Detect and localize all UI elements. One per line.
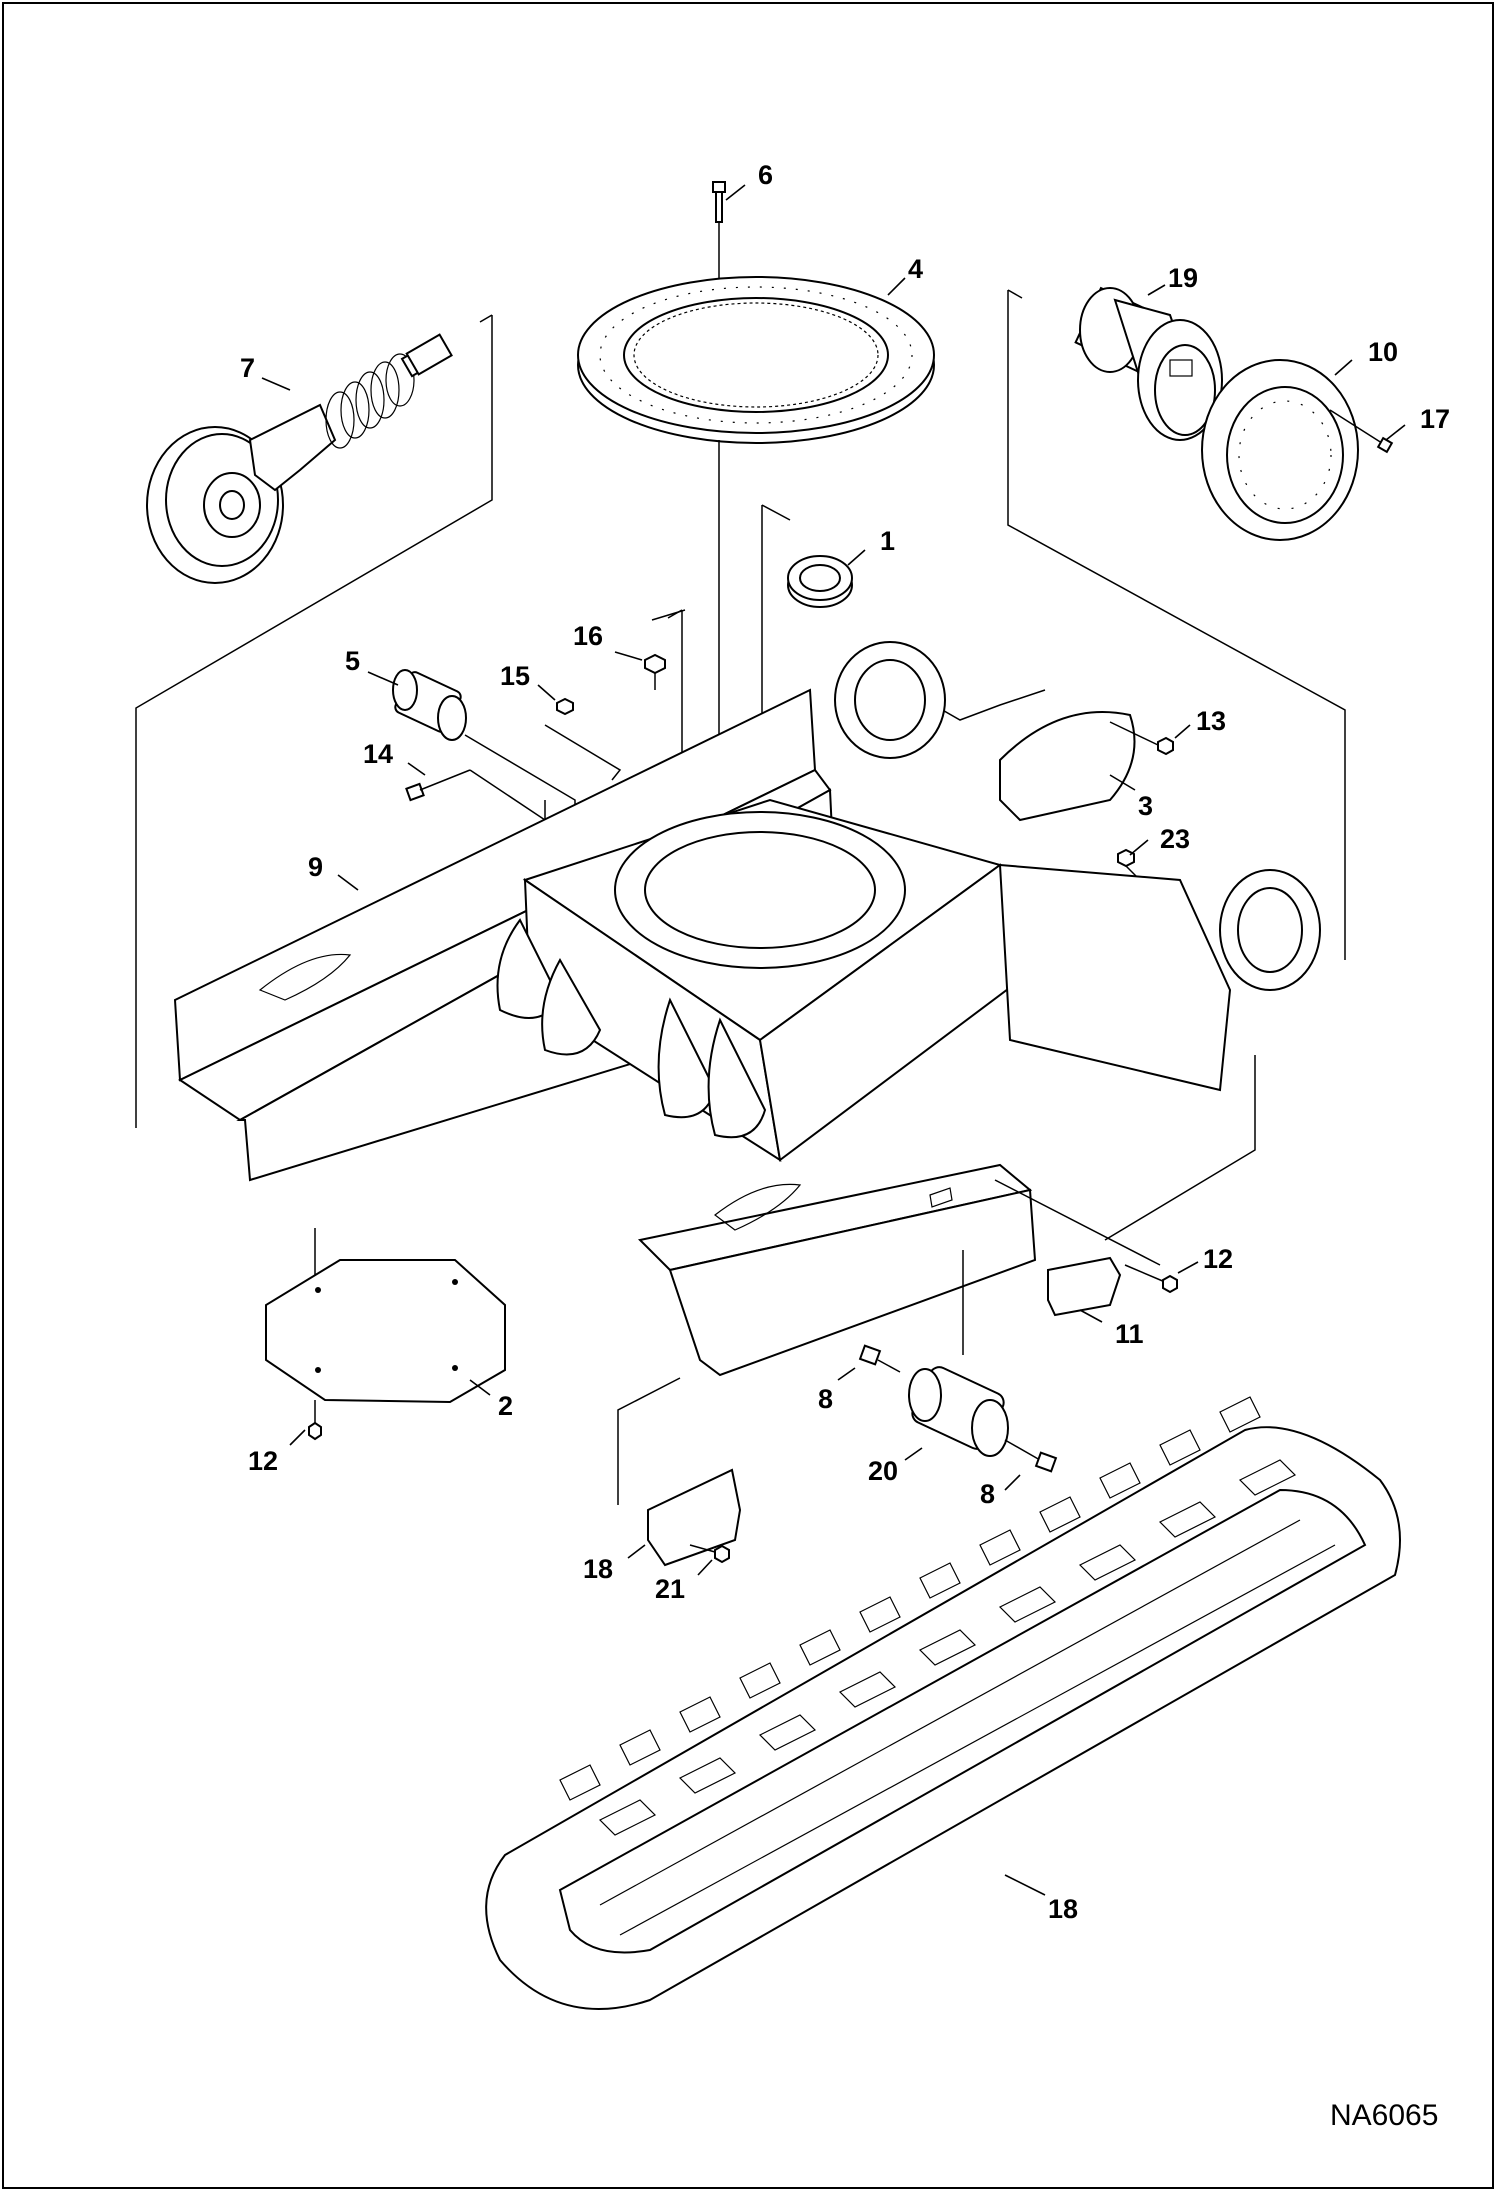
part-11-cover-plate [1047,1256,1122,1317]
callout-23: 23 [1160,824,1190,854]
part-21-lower-roller [908,1366,1009,1457]
part-20-bracket [647,1468,742,1567]
part-2-skid-plate [265,1259,506,1404]
part-17-bolt [1329,409,1394,454]
callout-9: 9 [308,852,323,882]
callout-3: 3 [1138,791,1153,821]
callout-6: 6 [758,160,773,190]
callout-22: 21 [655,1574,685,1604]
callout-12-right: 12 [1203,1244,1233,1274]
part-15-nut [544,697,622,781]
part-1-seal [787,555,853,608]
part-3-cover-plate [999,711,1136,822]
callout-14: 14 [363,739,393,769]
part-19-travel-motor [1074,286,1223,441]
part-16-nut [644,653,666,690]
part-18-rubber-track [485,1396,1401,2010]
callout-leaders [261,184,1406,1896]
callout-12-left: 12 [248,1446,278,1476]
drawing-id: NA6065 [1330,2099,1438,2132]
part-14-bolt [405,769,471,802]
callout-11: 11 [1115,1319,1144,1349]
part-12-bolt-left [308,1400,322,1441]
callouts: 6 4 1 19 10 17 7 16 15 5 14 13 3 23 9 12… [240,160,1450,1924]
part-8-bolt-upper [858,1344,901,1373]
callout-10: 10 [1368,337,1398,367]
callout-20: 18 [583,1554,613,1584]
part-5-upper-roller [392,669,576,815]
idler-group-box [135,314,493,1128]
part-12-bolt-right [1124,1264,1178,1294]
callout-19: 19 [1168,263,1198,293]
part-22-bolt [689,1544,730,1564]
part-9-track-frame [173,641,1321,1377]
callout-16: 16 [573,621,603,651]
part-8-bolt-lower [1004,1439,1058,1473]
part-13-bolt [1109,721,1174,756]
callout-13: 13 [1196,706,1226,736]
drive-group-box [1007,289,1346,960]
callout-18: 18 [1048,1894,1078,1924]
callout-1: 1 [880,526,895,556]
callout-5: 5 [345,646,360,676]
callout-17: 17 [1420,404,1450,434]
callout-4: 4 [908,254,923,284]
part-7-idler-recoil-spring [146,333,453,584]
callout-2: 2 [498,1391,513,1421]
part-4-swing-bearing [577,276,935,444]
part-10-sprocket [1201,359,1359,541]
callout-7: 7 [240,353,255,383]
callout-8-lower: 8 [980,1479,995,1509]
callout-8-upper: 8 [818,1384,833,1414]
callout-21: 20 [868,1456,898,1486]
callout-15: 15 [500,661,530,691]
